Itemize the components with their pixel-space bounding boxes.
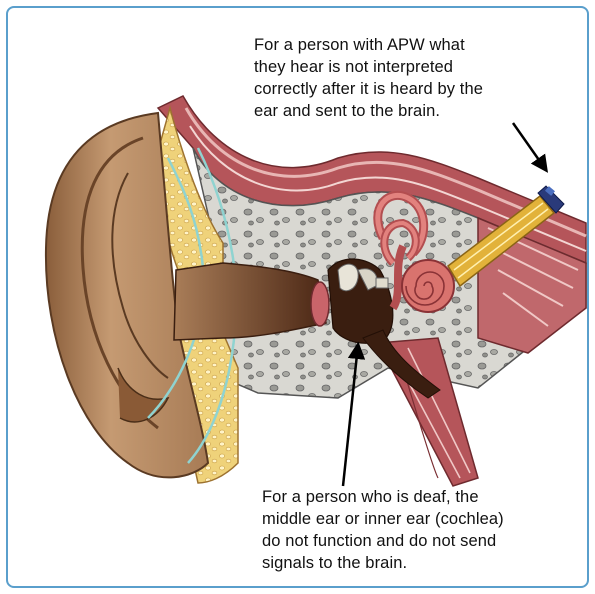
eardrum <box>311 282 329 326</box>
diagram-frame: For a person with APW what they hear is … <box>6 6 589 588</box>
arrow-to-nerve <box>513 123 546 170</box>
ear-canal <box>174 263 326 340</box>
deaf-annotation: For a person who is deaf, the middle ear… <box>262 486 582 574</box>
apw-annotation: For a person with APW what they hear is … <box>254 34 574 122</box>
